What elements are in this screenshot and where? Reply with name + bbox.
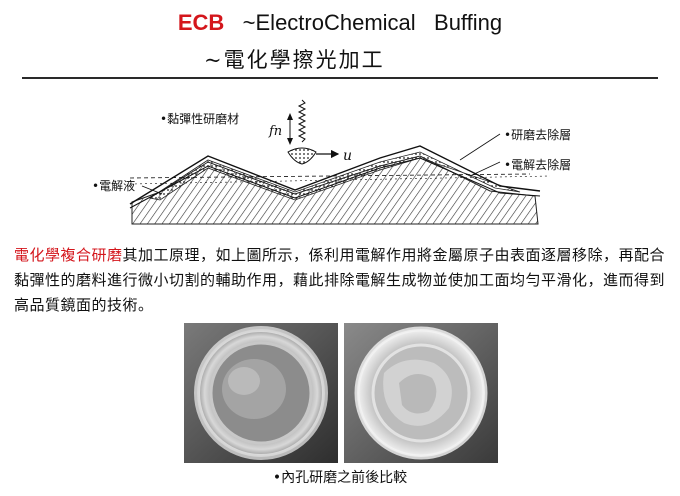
photo-before (184, 323, 338, 463)
title-chinese: ~電化學擦光加工 (204, 48, 385, 72)
title-english: ECB ~ElectroChemical Buffing (0, 10, 680, 36)
paragraph-body: 其加工原理，如上圖所示，係利用電解作用將金屬原子由表面逐層移除，再配合黏彈性的磨… (14, 246, 666, 314)
photo-after (344, 323, 498, 463)
label-force: fn (269, 124, 283, 139)
surface-profile-line (129, 145, 541, 205)
label-velocity: u (343, 148, 353, 164)
force-spring-line (297, 99, 307, 143)
title-acronym: ECB (177, 10, 225, 35)
label-removed-layer: •研磨去除層 (504, 128, 572, 142)
abrasive-pad (287, 147, 317, 165)
ecb-process-diagram (129, 99, 551, 225)
label-electrolytic-layer: •電解去除層 (504, 158, 572, 172)
force-arrow-head-up (287, 113, 293, 120)
photo-caption: •內孔研磨之前後比較 (272, 470, 408, 486)
label-pad: •黏彈性研磨材 (160, 112, 240, 126)
workpiece-base (131, 155, 539, 225)
electrolyte-level-line-2 (129, 175, 551, 185)
leader-removed-layer (459, 133, 501, 161)
removed-layer-region (148, 151, 521, 201)
highlight-term: 電化學複合研磨 (14, 246, 123, 264)
description-paragraph: 電化學複合研磨其加工原理，如上圖所示，係利用電解作用將金屬原子由表面逐層移除，再… (14, 243, 668, 318)
label-electrolyte: •電解液 (92, 179, 136, 193)
electrolytic-layer-line (129, 157, 541, 209)
title-divider (22, 77, 658, 79)
title-english-text: ~ElectroChemical Buffing (224, 10, 503, 35)
leader-electrolyte (141, 185, 163, 195)
electrolyte-level-line (129, 173, 531, 179)
leader-electrolytic-layer (469, 161, 501, 177)
force-arrow-head-down (287, 138, 293, 145)
